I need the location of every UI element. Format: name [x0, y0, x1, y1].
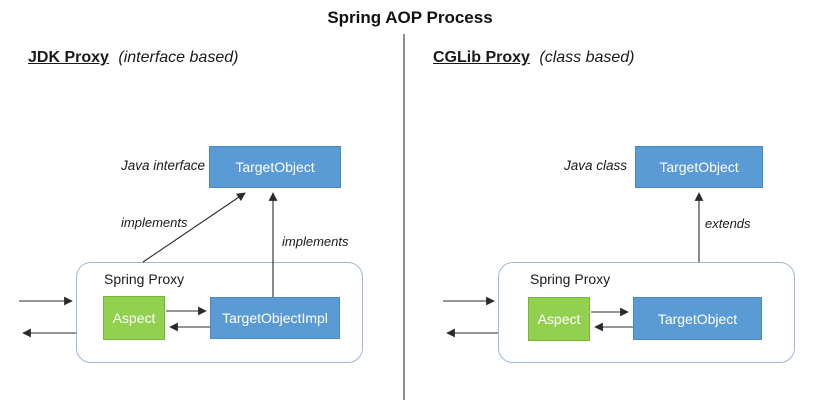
jdk-implements-label-vertical: implements [282, 234, 349, 249]
jdk-target-object-box: TargetObject [209, 146, 341, 188]
jdk-spring-proxy-label: Spring Proxy [104, 271, 185, 287]
jdk-target-object-impl-box: TargetObjectImpl [210, 297, 340, 339]
java-class-label: Java class [563, 158, 627, 173]
cglib-spring-proxy-label: Spring Proxy [530, 271, 611, 287]
jdk-implements-label-diagonal: implements [121, 215, 188, 230]
jdk-proxy-heading-suffix: (interface based) [118, 49, 239, 66]
cglib-target-object-top-box: TargetObject [635, 146, 763, 188]
cglib-extends-label: extends [705, 216, 751, 231]
cglib-target-object-bottom-box: TargetObject [633, 297, 762, 340]
jdk-spring-proxy-container [76, 262, 363, 363]
jdk-proxy-heading-name: JDK Proxy [28, 49, 109, 66]
cglib-spring-proxy-container [498, 262, 795, 363]
section-divider-line [403, 34, 405, 400]
cglib-aspect-box: Aspect [528, 297, 590, 341]
jdk-proxy-heading: JDK Proxy (interface based) [28, 49, 238, 67]
page-title: Spring AOP Process [327, 8, 493, 27]
jdk-aspect-box: Aspect [103, 296, 165, 340]
cglib-proxy-heading: CGLib Proxy (class based) [433, 49, 635, 67]
cglib-proxy-heading-suffix: (class based) [539, 49, 635, 66]
cglib-proxy-heading-name: CGLib Proxy [433, 49, 530, 66]
java-interface-label: Java interface [120, 158, 205, 173]
